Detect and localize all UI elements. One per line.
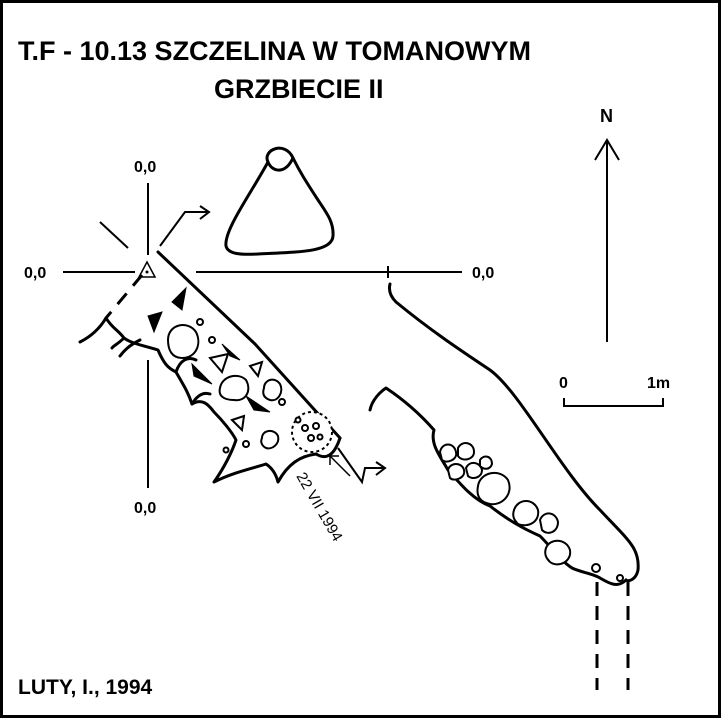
- cave-cross-section: [224, 146, 335, 256]
- scale-start-label: 0: [559, 375, 568, 392]
- north-arrow: [594, 138, 620, 342]
- survey-date-label: 22 VII 1994: [293, 470, 346, 545]
- coordinate-axes: [63, 183, 462, 488]
- scale-end-label: 1m: [647, 375, 670, 392]
- north-label: N: [600, 106, 613, 126]
- scale-bar: [563, 398, 664, 407]
- survey-station-triangle: [137, 260, 157, 278]
- coord-label-left: 0,0: [24, 265, 46, 282]
- survey-date-pointer: [329, 455, 351, 477]
- map-title-line2: GRZBIECIE II: [214, 74, 384, 104]
- cave-map-drawing: T.F - 10.13 SZCZELINA W TOMANOWYM GRZBIE…: [18, 36, 670, 699]
- cross-section-marker-bottom: [337, 447, 387, 485]
- coord-label-top: 0,0: [134, 159, 156, 176]
- cave-longitudinal-profile: [368, 282, 640, 690]
- cave-plan-view: [78, 250, 342, 484]
- coord-label-right: 0,0: [472, 265, 494, 282]
- coord-label-bottom: 0,0: [134, 500, 156, 517]
- cross-section-marker-top: [159, 205, 211, 247]
- map-author-credit: LUTY, I., 1994: [18, 676, 153, 699]
- map-title-line1: T.F - 10.13 SZCZELINA W TOMANOWYM: [18, 36, 531, 66]
